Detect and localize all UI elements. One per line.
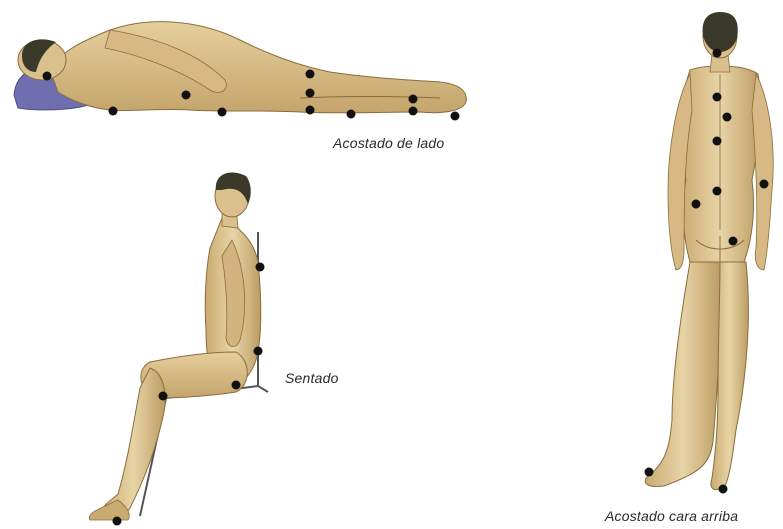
pressure-point-marker <box>409 95 418 104</box>
left-leg-back <box>645 262 720 487</box>
pressure-point-marker <box>645 468 654 477</box>
pressure-point-marker <box>306 106 315 115</box>
pressure-point-marker <box>159 392 168 401</box>
pressure-point-marker <box>692 200 701 209</box>
pressure-point-marker <box>218 108 227 117</box>
pressure-point-marker <box>451 112 460 121</box>
figure-lying-back <box>645 12 774 494</box>
caption-lying-side: Acostado de lado <box>333 135 444 151</box>
pressure-point-marker <box>232 381 241 390</box>
pressure-point-marker <box>306 70 315 79</box>
pressure-point-marker <box>729 237 738 246</box>
pressure-point-marker <box>760 180 769 189</box>
pressure-point-marker <box>347 110 356 119</box>
pressure-point-marker <box>113 517 122 526</box>
pressure-point-marker <box>713 137 722 146</box>
pressure-point-marker <box>719 485 728 494</box>
figure-lying-side <box>14 22 466 121</box>
pressure-point-marker <box>306 89 315 98</box>
pressure-point-marker <box>723 113 732 122</box>
pressure-point-marker <box>109 107 118 116</box>
pressure-point-marker <box>409 107 418 116</box>
pressure-point-marker <box>182 91 191 100</box>
figure-sitting <box>89 172 268 525</box>
caption-lying-back: Acostado cara arriba <box>605 508 738 524</box>
pressure-point-marker <box>713 93 722 102</box>
pressure-point-marker <box>713 187 722 196</box>
pressure-point-marker <box>43 72 52 81</box>
caption-sitting: Sentado <box>285 370 339 386</box>
pressure-point-marker <box>254 347 263 356</box>
pressure-point-marker <box>713 49 722 58</box>
right-arm-back <box>752 74 773 270</box>
lower-leg-sitting <box>102 368 165 516</box>
pressure-point-marker <box>256 263 265 272</box>
